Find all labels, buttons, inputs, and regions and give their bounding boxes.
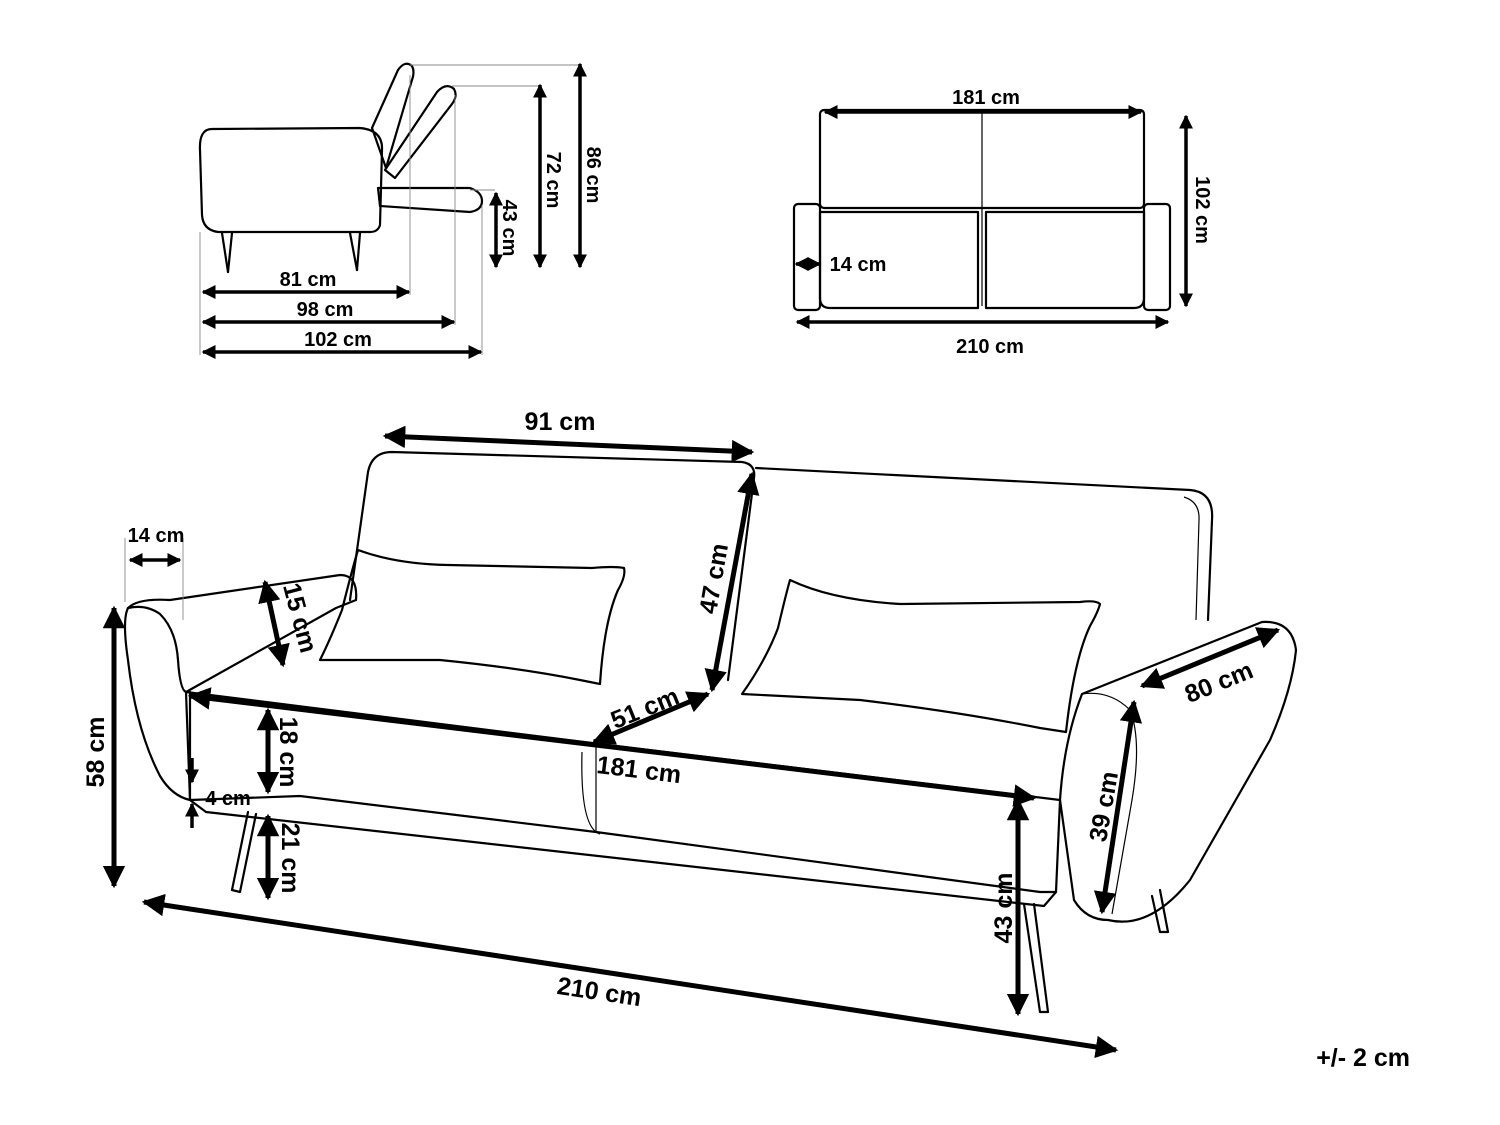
side-leg-right	[348, 231, 359, 272]
front-label-91: 91 cm	[525, 408, 596, 436]
side-backrest-reclined	[383, 85, 457, 180]
top-label-14: 14 cm	[830, 254, 887, 276]
top-arm-left	[792, 202, 822, 312]
front-label-21: 21 cm	[276, 823, 304, 894]
front-dim-80	[1139, 627, 1281, 689]
front-dim-47	[704, 471, 760, 693]
front-dim-210	[141, 893, 1119, 1059]
front-label-18: 18 cm	[274, 717, 302, 788]
side-label-81: 81 cm	[280, 269, 337, 291]
side-label-102: 102 cm	[304, 329, 372, 351]
front-leg-left	[230, 810, 258, 894]
front-label-14: 14 cm	[128, 525, 185, 547]
side-bed-flat	[376, 186, 484, 214]
top-seat-right	[984, 210, 1146, 310]
side-backrest-upright	[370, 62, 415, 170]
top-label-181: 181 cm	[952, 87, 1020, 109]
front-arm-right	[1058, 620, 1298, 923]
front-label-181: 181 cm	[595, 751, 683, 789]
front-backrest-right	[754, 466, 1214, 622]
top-label-102: 102 cm	[1191, 176, 1213, 244]
front-label-58: 58 cm	[82, 717, 110, 788]
front-leg-middle	[1022, 902, 1050, 1014]
side-label-72: 72 cm	[542, 152, 564, 209]
front-view: 91 cm 14 cm 15 cm 47 cm 58 cm 51 cm 181 …	[82, 408, 1298, 1059]
side-leg-left	[220, 231, 230, 274]
front-label-4: 4 cm	[205, 788, 251, 810]
front-label-15: 15 cm	[277, 580, 322, 656]
front-label-51: 51 cm	[607, 682, 683, 735]
top-view: 181 cm 102 cm 14 cm 210 cm	[792, 87, 1213, 358]
front-arm-left	[126, 573, 358, 694]
top-label-210: 210 cm	[956, 336, 1024, 358]
side-label-86: 86 cm	[582, 147, 604, 204]
front-backrest-left	[348, 450, 756, 682]
tolerance-note: +/- 2 cm	[1316, 1044, 1410, 1072]
front-label-43: 43 cm	[990, 873, 1018, 944]
side-label-98: 98 cm	[297, 299, 354, 321]
front-dim-39	[1093, 699, 1143, 915]
front-arm-left-side	[123, 606, 192, 802]
side-view: 81 cm 98 cm 102 cm 43 cm 72 cm 86 cm	[198, 62, 604, 359]
front-dim-91	[382, 425, 755, 463]
side-body	[198, 126, 384, 234]
front-label-39: 39 cm	[1084, 769, 1124, 844]
front-pillow-right	[740, 578, 1102, 734]
side-label-43: 43 cm	[498, 200, 520, 257]
front-leg-right	[1150, 888, 1170, 934]
top-arm-right	[1142, 202, 1172, 312]
front-base	[188, 798, 1058, 908]
front-dim-15	[258, 579, 290, 668]
front-pillow-left	[318, 548, 626, 686]
front-dim-181	[187, 687, 1037, 807]
